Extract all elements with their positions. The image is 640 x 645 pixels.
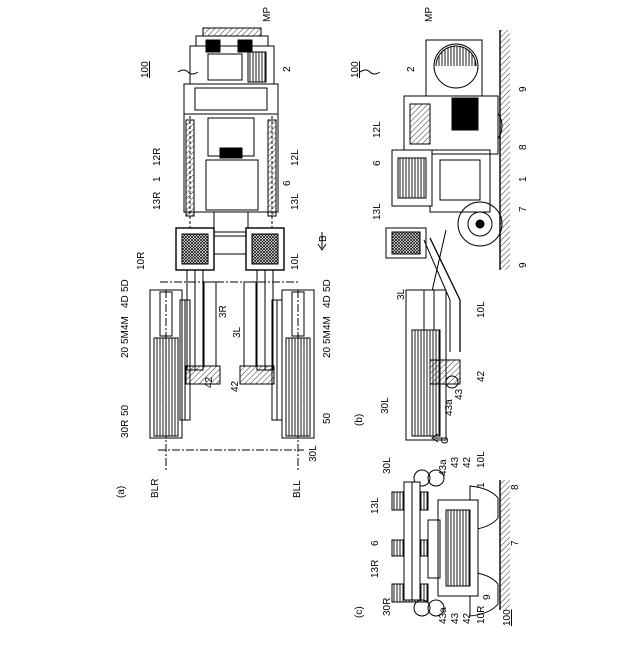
view-c-front <box>392 470 510 616</box>
ref-100-a: 100 <box>140 61 151 78</box>
ref-4D-l: 4D <box>322 295 333 308</box>
ref-2-b: 2 <box>406 66 417 72</box>
arm-3R <box>204 282 216 366</box>
ref-42-bottom: 42 <box>462 612 473 624</box>
ref-10L-c: 10L <box>476 451 487 468</box>
ref-12R-a: 12R <box>152 148 163 166</box>
wheel-7 <box>458 202 502 246</box>
ref-42-top: 42 <box>462 456 473 468</box>
boom-10R <box>187 270 203 370</box>
ref-13L-c: 13L <box>370 497 381 514</box>
figure-label-c: (c) <box>354 606 365 618</box>
ref-3R-a: 3R <box>218 305 229 318</box>
cab-6 <box>392 150 432 206</box>
ref-50-r: 50 <box>120 404 131 416</box>
ref-42-b: 42 <box>476 370 487 382</box>
ref-1-a: 1 <box>152 176 163 182</box>
ref-12L-b: 12L <box>372 121 383 138</box>
boom-base-13R <box>176 228 214 270</box>
ref-30L-c: 30L <box>382 457 393 474</box>
ref-43a-b: 43a <box>444 399 455 416</box>
ref-3L-a: 3L <box>232 326 243 338</box>
centerline-BLR: BLR <box>150 479 161 498</box>
ref-8-c: 8 <box>510 484 521 490</box>
view-b-side <box>360 30 510 442</box>
ref-5D-l: 5D <box>322 279 333 292</box>
ref-3L-b: 3L <box>396 288 407 300</box>
front-module-2 <box>190 28 274 84</box>
boom-base-13L <box>246 228 284 270</box>
ref-20-r: 20 <box>120 346 131 358</box>
ref-MP-b: MP <box>424 7 435 22</box>
ref-MP-a: MP <box>262 7 273 22</box>
figure-label-b: (b) <box>354 414 365 426</box>
ref-5M-r: 5M <box>120 330 131 344</box>
ref-10L-b: 10L <box>476 301 487 318</box>
view-a-plan <box>150 28 326 470</box>
ref-13R-a: 13R <box>152 192 163 210</box>
ref-9-c: 9 <box>482 594 493 600</box>
ref-42-r: 42 <box>204 376 215 388</box>
ref-4M-r: 4M <box>120 316 131 330</box>
ref-4M-l: 4M <box>322 316 333 330</box>
ref-30R-a: 30R <box>120 420 131 438</box>
ref-5D-r: 5D <box>120 279 131 292</box>
ref-6-b: 6 <box>372 160 383 166</box>
ref-10R-a: 10R <box>136 252 147 270</box>
vehicle-frame-1 <box>184 84 278 232</box>
ref-5M-l: 5M <box>322 330 333 344</box>
ref-43a-bottom: 43a <box>438 607 449 624</box>
ref-1-b: 1 <box>518 176 529 182</box>
ref-10L-a: 10L <box>290 253 301 270</box>
ref-20-l: 20 <box>322 346 333 358</box>
ref-100-c: 100 <box>502 609 513 626</box>
ref-8-b: 8 <box>518 144 529 150</box>
ref-6-a: 6 <box>282 180 293 186</box>
ref-6-c: 6 <box>370 540 381 546</box>
arm-3L <box>244 282 256 366</box>
ref-13R-c: 13R <box>370 560 381 578</box>
ref-1-c: 1 <box>476 482 487 488</box>
ref-43a-top: 43a <box>438 459 449 476</box>
ref-43-b: 43 <box>454 388 465 400</box>
ref-50-l: 50 <box>322 412 333 424</box>
ref-13L-b: 13L <box>372 203 383 220</box>
ref-30L-a: 30L <box>308 445 319 462</box>
ref-13L-a: 13L <box>290 193 301 210</box>
arrow-C-label: C <box>440 437 451 444</box>
ref-43-bottom: 43 <box>450 612 461 624</box>
ref-7-b: 7 <box>518 206 529 212</box>
ref-30R-c: 30R <box>382 598 393 616</box>
boom-10L <box>257 270 273 370</box>
arrow-B-label: B <box>318 235 329 242</box>
feed-30R <box>150 290 190 438</box>
ref-2-a: 2 <box>282 66 293 72</box>
ref-30L-b: 30L <box>380 397 391 414</box>
ref-7-c: 7 <box>510 540 521 546</box>
ref-9-bottom: 9 <box>518 262 529 268</box>
ref-4D-r: 4D <box>120 295 131 308</box>
ref-42-l: 42 <box>230 380 241 392</box>
figure-label-a: (a) <box>116 486 127 498</box>
feed-30L <box>272 290 314 438</box>
ref-10R-c: 10R <box>476 606 487 624</box>
ref-43-top: 43 <box>450 456 461 468</box>
ref-9-top: 9 <box>518 86 529 92</box>
ref-100-b: 100 <box>350 61 361 78</box>
centerline-BLL: BLL <box>292 480 303 498</box>
ref-12L-a: 12L <box>290 149 301 166</box>
